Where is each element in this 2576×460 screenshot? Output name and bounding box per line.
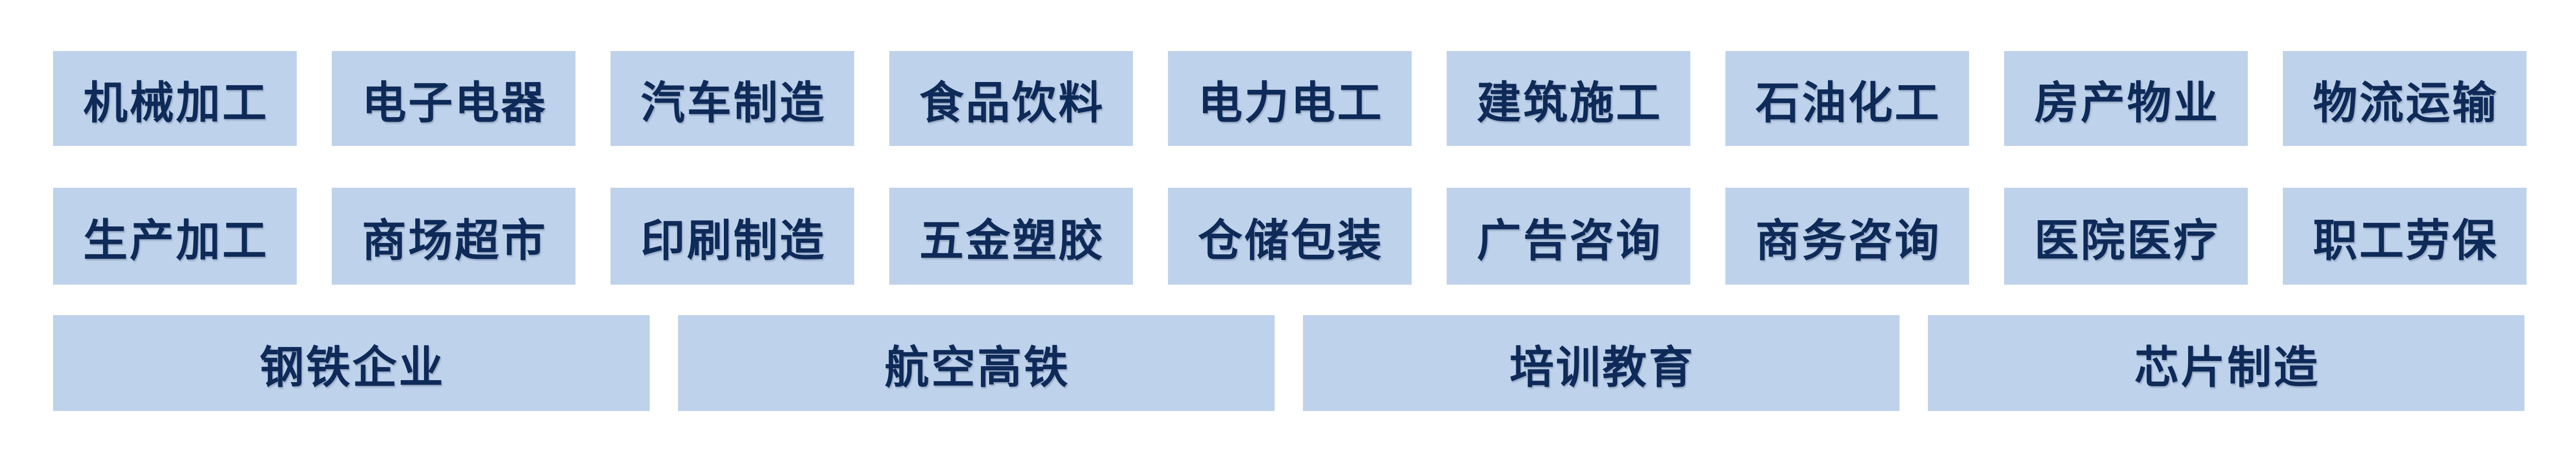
category-row-2: 生产加工 商场超市 印刷制造 五金塑胶 仓储包装 广告咨询 商务咨询 医院医疗 …: [53, 188, 2527, 285]
category-tile[interactable]: 汽车制造: [611, 51, 854, 146]
category-tile[interactable]: 建筑施工: [1447, 51, 1690, 146]
category-tile[interactable]: 房产物业: [2004, 51, 2248, 146]
category-row-3: 钢铁企业 航空高铁 培训教育 芯片制造: [53, 315, 2524, 411]
category-tile[interactable]: 物流运输: [2283, 51, 2527, 146]
category-tile[interactable]: 商场超市: [332, 188, 575, 285]
category-tile[interactable]: 印刷制造: [611, 188, 854, 285]
category-tile[interactable]: 职工劳保: [2283, 188, 2527, 285]
category-tile-wide[interactable]: 培训教育: [1303, 315, 1900, 411]
category-tile[interactable]: 医院医疗: [2004, 188, 2248, 285]
category-row-1: 机械加工 电子电器 汽车制造 食品饮料 电力电工 建筑施工 石油化工 房产物业 …: [53, 51, 2527, 146]
category-tile-wide[interactable]: 芯片制造: [1928, 315, 2524, 411]
category-tile[interactable]: 电力电工: [1168, 51, 1412, 146]
category-tile[interactable]: 商务咨询: [1725, 188, 1969, 285]
category-tile[interactable]: 电子电器: [332, 51, 575, 146]
category-tile[interactable]: 石油化工: [1725, 51, 1969, 146]
category-tile-wide[interactable]: 航空高铁: [678, 315, 1275, 411]
category-tile[interactable]: 广告咨询: [1447, 188, 1690, 285]
category-tile[interactable]: 仓储包装: [1168, 188, 1412, 285]
category-tile[interactable]: 食品饮料: [889, 51, 1133, 146]
category-tile-wide[interactable]: 钢铁企业: [53, 315, 650, 411]
category-tile[interactable]: 机械加工: [53, 51, 297, 146]
category-tile[interactable]: 五金塑胶: [889, 188, 1133, 285]
category-tile[interactable]: 生产加工: [53, 188, 297, 285]
